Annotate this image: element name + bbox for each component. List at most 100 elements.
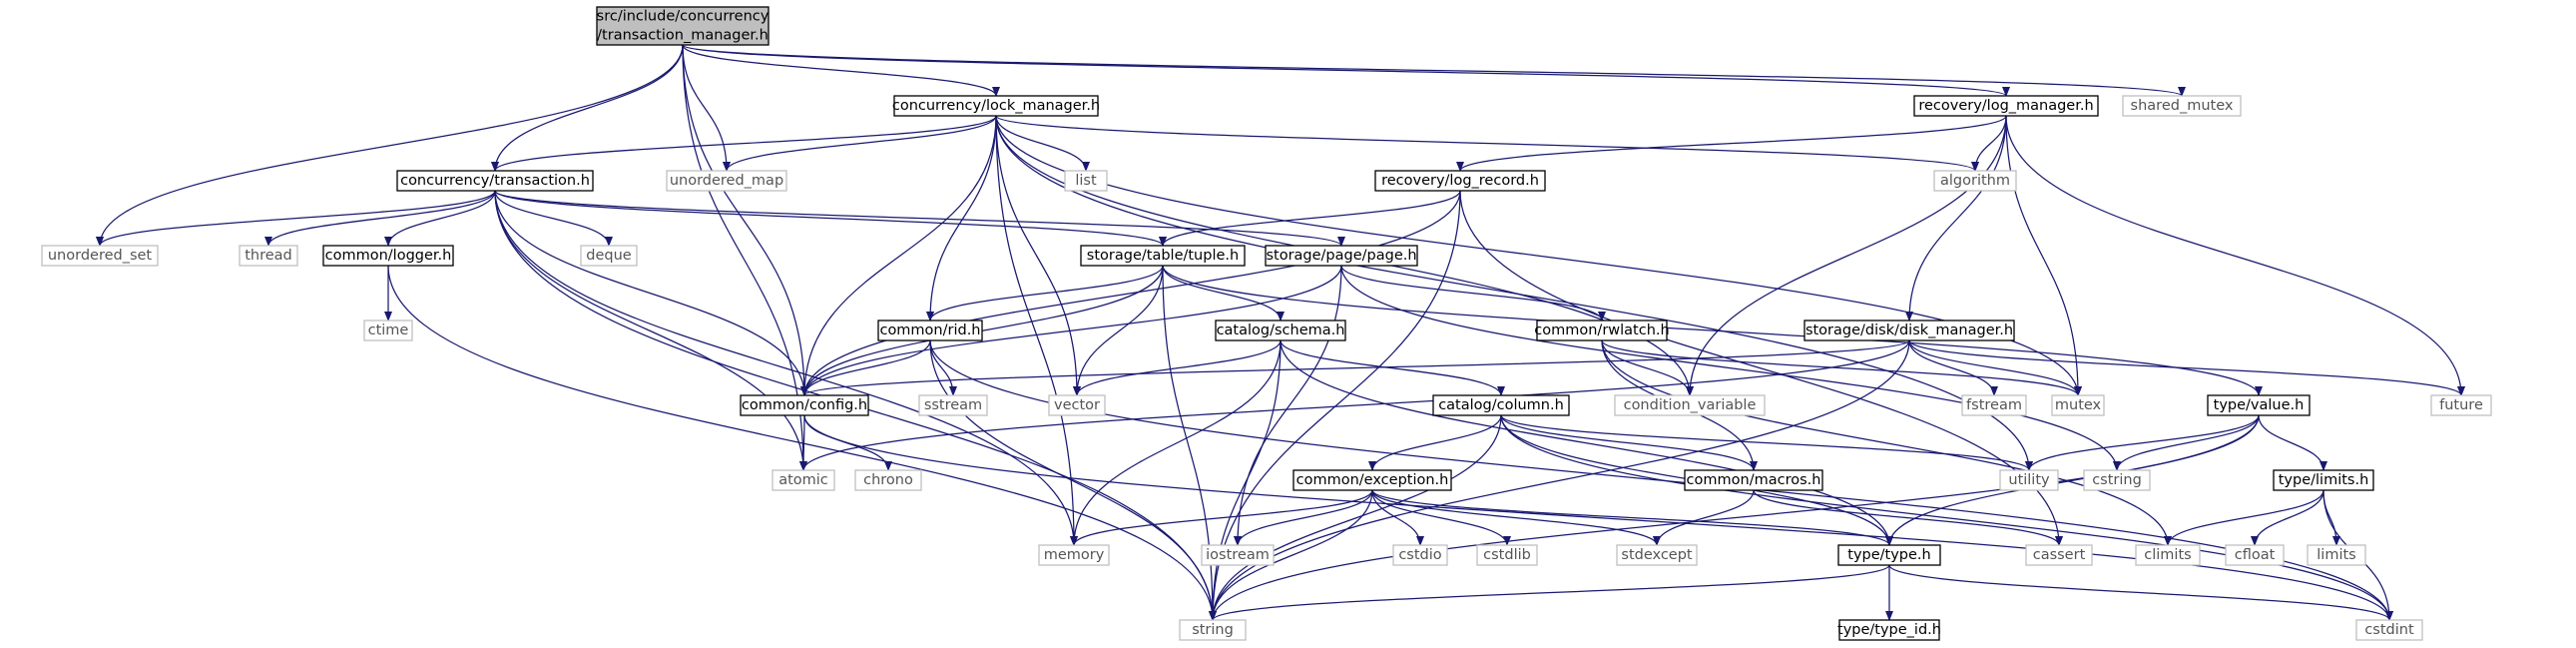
node-label: common/config.h (742, 397, 867, 413)
edge-config-to-cstdint (803, 414, 2393, 621)
node-label: storage/disk/disk_manager.h (1805, 323, 2013, 338)
edge-lock_manager-to-vector (995, 115, 1081, 396)
node-label: condition_variable (1624, 397, 1757, 413)
edge-transaction-to-memory (494, 190, 1078, 546)
edge-tuple-to-vector (1073, 265, 1164, 396)
node-lock_manager[interactable]: concurrency/lock_manager.h (892, 95, 1100, 117)
node-sstream: sstream (918, 394, 988, 416)
edge-transaction-to-deque (494, 190, 613, 247)
node-fstream: fstream (1961, 394, 2027, 416)
edge-page-to-cstring (1340, 265, 2121, 471)
node-box (1536, 320, 1668, 341)
node-logger[interactable]: common/logger.h (322, 245, 454, 267)
edge-log_record-to-config (800, 190, 1461, 396)
node-future: future (2430, 394, 2492, 416)
node-box (877, 320, 983, 341)
node-type_id[interactable]: type/type_id.h (1837, 619, 1941, 641)
node-exception[interactable]: common/exception.h (1292, 469, 1452, 491)
node-box (1838, 619, 1940, 641)
node-disk_manager[interactable]: storage/disk/disk_manager.h (1803, 320, 2015, 341)
node-label: algorithm (1940, 173, 2010, 189)
edge-root-to-transaction (491, 44, 684, 172)
edge-lock_manager-to-list (995, 115, 1090, 172)
node-schema[interactable]: catalog/schema.h (1215, 320, 1346, 341)
node-limits: limits (2307, 544, 2366, 566)
node-box (1392, 544, 1448, 566)
node-list: list (1064, 170, 1108, 192)
node-box (1215, 320, 1346, 341)
edge-root-to-lock_manager (682, 44, 1000, 97)
node-shared_mutex: shared_mutex (2122, 95, 2242, 117)
edge-root-to-config (682, 44, 808, 396)
node-box (1614, 394, 1766, 416)
node-label: memory (1044, 547, 1105, 563)
node-macros[interactable]: common/macros.h (1684, 469, 1823, 491)
node-box (666, 170, 787, 192)
node-label: common/exception.h (1296, 472, 1449, 488)
node-box (1374, 170, 1546, 192)
edge-transaction-to-tuple (494, 190, 1167, 247)
edge-lock_manager-to-unordered_map (723, 115, 997, 172)
node-transaction[interactable]: concurrency/transaction.h (396, 170, 594, 192)
node-rid[interactable]: common/rid.h (877, 320, 983, 341)
node-box (2307, 544, 2366, 566)
node-label: limits (2317, 547, 2355, 563)
edge-exception-to-string (1209, 489, 1373, 621)
node-ctime: ctime (363, 320, 413, 341)
node-page[interactable]: storage/page/page.h (1265, 245, 1418, 267)
node-tuple[interactable]: storage/table/tuple.h (1080, 245, 1246, 267)
node-label: catalog/schema.h (1217, 323, 1345, 338)
edge-disk_manager-to-fstream (1908, 339, 1998, 396)
node-type[interactable]: type/type.h (1837, 544, 1941, 566)
node-label: deque (586, 248, 632, 264)
node-box (2430, 394, 2492, 416)
edge-schema-to-type (1280, 339, 1893, 546)
edge-lock_manager-to-config (800, 115, 997, 396)
edge-log_manager-to-disk_manager (1905, 115, 2007, 322)
node-mutex: mutex (2051, 394, 2105, 416)
node-limits_h[interactable]: type/limits.h (2273, 469, 2374, 491)
node-box (1201, 544, 1275, 566)
node-log_record[interactable]: recovery/log_record.h (1374, 170, 1546, 192)
node-label: iostream (1206, 547, 1270, 563)
edge-column-to-macros (1500, 414, 1758, 471)
node-label: type/type.h (1847, 547, 1930, 563)
node-label: cstdio (1398, 547, 1441, 563)
edge-macros-to-cassert (1753, 489, 2063, 546)
node-box (1292, 469, 1452, 491)
node-label: recovery/log_manager.h (1918, 98, 2093, 114)
edge-log_manager-to-future (2005, 115, 2465, 396)
edge-schema-to-column (1280, 339, 1505, 396)
node-log_manager[interactable]: recovery/log_manager.h (1913, 95, 2099, 117)
edge-transaction-to-page (494, 190, 1345, 247)
node-label: concurrency/lock_manager.h (892, 98, 1100, 114)
node-box (1179, 619, 1247, 641)
node-label: vector (1054, 397, 1100, 413)
node-label: list (1075, 173, 1097, 189)
node-condition_variable: condition_variable (1614, 394, 1766, 416)
node-column[interactable]: catalog/column.h (1432, 394, 1570, 416)
node-box (596, 6, 770, 46)
node-label: shared_mutex (2131, 98, 2234, 114)
node-root[interactable]: src/include/concurrency/transaction_mana… (596, 6, 770, 46)
edge-transaction-to-config (494, 190, 808, 396)
edge-exception-to-iostream (1234, 489, 1373, 546)
edge-value-to-cstring (2113, 414, 2260, 471)
node-box (2135, 544, 2201, 566)
node-config[interactable]: common/config.h (740, 394, 869, 416)
node-box (1038, 544, 1110, 566)
node-value[interactable]: type/value.h (2207, 394, 2311, 416)
node-vector: vector (1048, 394, 1106, 416)
edge-root-to-log_manager (682, 44, 2010, 97)
node-rwlatch[interactable]: common/rwlatch.h (1534, 320, 1670, 341)
edge-column-to-cstdint (1500, 414, 2393, 621)
edge-schema-to-memory (1070, 339, 1282, 546)
node-box (1999, 469, 2059, 491)
edge-limits_h-to-climits (2164, 489, 2324, 546)
node-label: cstdint (2364, 622, 2414, 638)
node-box (1616, 544, 1698, 566)
node-box (2225, 544, 2285, 566)
edge-disk_manager-to-atomic (799, 339, 1910, 471)
node-label: string (1192, 622, 1234, 638)
node-box (893, 95, 1099, 117)
